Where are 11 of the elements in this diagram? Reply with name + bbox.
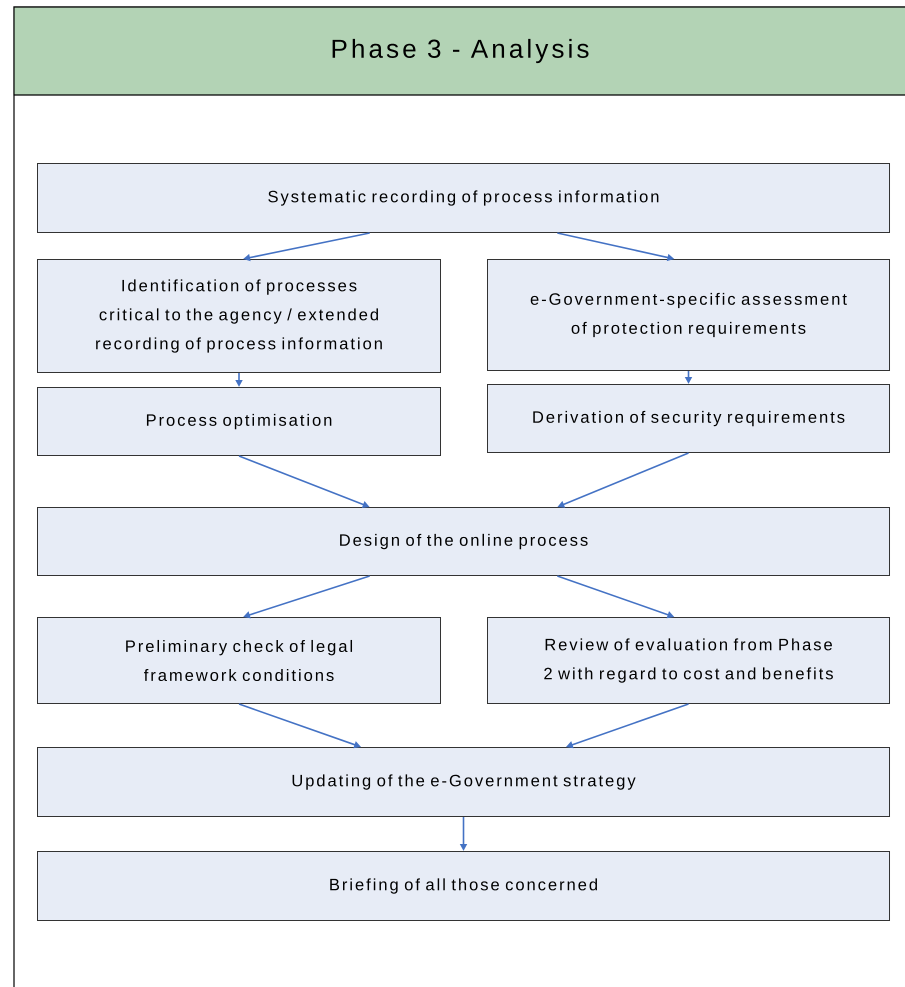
process-box: Review of evaluation from Phase 2 with regard to cost and benefits <box>487 617 890 704</box>
process-box: Updating of the e-Government strategy <box>37 747 890 817</box>
process-box: Process optimisation <box>37 387 441 456</box>
process-box: Preliminary check of legal framework conditions <box>37 617 441 704</box>
process-box: e-Government-specific assessment of protection requirements <box>487 259 890 371</box>
process-box: Briefing of all those concerned <box>37 851 890 921</box>
title-band: Phase 3 - Analysis <box>13 6 905 96</box>
process-box: Derivation of security requirements <box>487 384 890 453</box>
process-box: Systematic recording of process information <box>37 163 890 233</box>
process-box: Design of the online process <box>37 507 890 576</box>
process-box: Identification of processes critical to the agency / extended recording of process information <box>37 259 441 373</box>
